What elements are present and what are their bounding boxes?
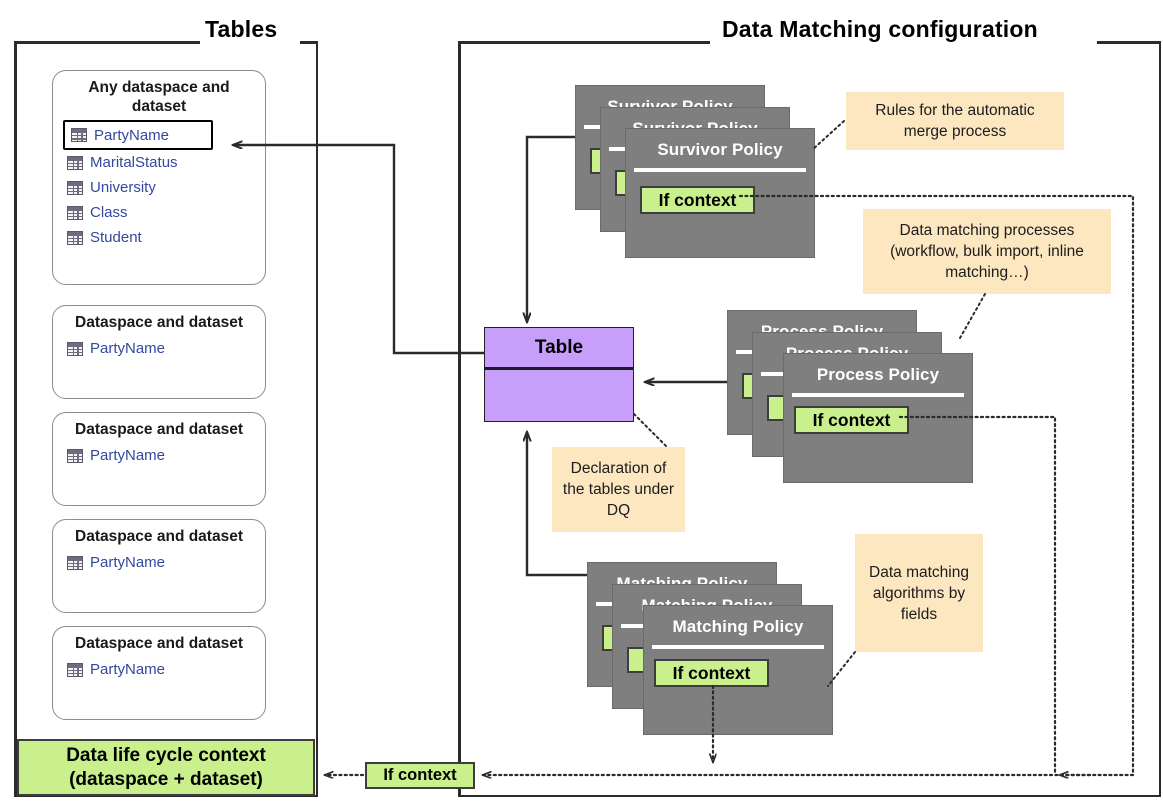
matching-policy-title: Matching Policy	[672, 617, 804, 636]
table-item-maritalstatus[interactable]: MaritalStatus	[67, 150, 265, 175]
table-grid-icon	[67, 341, 83, 356]
table-item-partyname[interactable]: PartyName	[67, 443, 265, 468]
table-entity[interactable]: Table	[484, 327, 634, 422]
table-item-label: PartyName	[90, 340, 166, 357]
lifecycle-line-2: (dataspace + dataset)	[69, 768, 263, 790]
table-item-university[interactable]: University	[67, 175, 265, 200]
left-frame-left	[14, 41, 17, 797]
if-context-badge[interactable]: If context	[794, 406, 909, 434]
table-item-partyname[interactable]: PartyName	[67, 336, 265, 361]
table-item-partyname[interactable]: PartyName	[67, 550, 265, 575]
dataspace-table-list: PartyName MaritalStatus University Class…	[53, 119, 265, 256]
table-item-label: PartyName	[90, 661, 166, 678]
dataspace-title: Dataspace and dataset	[75, 314, 243, 331]
table-grid-icon	[67, 205, 83, 220]
table-item-class[interactable]: Class	[67, 200, 265, 225]
leader-note-declaration	[633, 413, 667, 447]
table-grid-icon	[67, 180, 83, 195]
left-frame-top-left	[14, 41, 200, 44]
dataspace-card-4[interactable]: Dataspace and dataset PartyName	[52, 626, 266, 720]
note-matching: Data matching algorithms by fields	[855, 534, 983, 652]
leader-note-process	[959, 293, 986, 339]
table-entity-title: Table	[485, 328, 633, 370]
if-context-badge[interactable]: If context	[640, 186, 755, 214]
table-grid-icon	[71, 128, 87, 142]
right-frame-bottom	[458, 794, 1161, 797]
table-item-partyname[interactable]: PartyName	[67, 657, 265, 682]
note-survivor: Rules for the automatic merge process	[846, 92, 1064, 150]
dataspace-card-3[interactable]: Dataspace and dataset PartyName	[52, 519, 266, 613]
note-declaration: Declaration of the tables under DQ	[552, 447, 685, 532]
process-policy-title: Process Policy	[816, 365, 940, 384]
table-item-label: University	[90, 179, 156, 196]
table-item-label: PartyName	[90, 447, 166, 464]
right-frame-top-right	[1097, 41, 1161, 44]
process-policy-card-front[interactable]: Process Policy If context	[783, 353, 973, 483]
left-panel-title: Tables	[205, 16, 278, 42]
dataspace-table-list: PartyName	[53, 656, 265, 688]
table-grid-icon	[67, 230, 83, 245]
dataspace-title: Dataspace and dataset	[75, 635, 243, 652]
dataspace-title: Any dataspace and dataset	[88, 79, 230, 115]
lifecycle-line-1: Data life cycle context	[66, 744, 266, 766]
table-item-label: Student	[90, 229, 142, 246]
table-grid-icon	[67, 662, 83, 677]
card-divider	[634, 168, 806, 172]
bottom-if-context-badge[interactable]: If context	[365, 762, 475, 789]
edge-survivor-to-table	[527, 135, 575, 322]
dataspace-card-1[interactable]: Dataspace and dataset PartyName	[52, 305, 266, 399]
dataspace-table-list: PartyName	[53, 335, 265, 367]
table-grid-icon	[67, 155, 83, 170]
right-frame-top-left	[458, 41, 710, 44]
survivor-policy-title: Survivor Policy	[657, 140, 783, 159]
dataspace-table-list: PartyName	[53, 442, 265, 474]
leader-note-survivor	[811, 120, 845, 151]
dataspace-table-list: PartyName	[53, 549, 265, 581]
table-item-label: PartyName	[94, 126, 170, 144]
table-grid-icon	[67, 555, 83, 570]
table-item-student[interactable]: Student	[67, 225, 265, 250]
right-frame-right	[1158, 41, 1161, 797]
right-panel-title: Data Matching configuration	[722, 16, 1038, 42]
right-frame-left	[458, 41, 461, 797]
dataspace-title: Dataspace and dataset	[75, 528, 243, 545]
table-item-label: PartyName	[90, 554, 166, 571]
table-item-partyname-highlighted[interactable]: PartyName	[63, 120, 213, 150]
card-divider	[792, 393, 964, 397]
card-divider	[652, 645, 824, 649]
left-frame-right	[315, 41, 318, 797]
dataspace-card-2[interactable]: Dataspace and dataset PartyName	[52, 412, 266, 506]
table-item-label: Class	[90, 204, 128, 221]
dataspace-title: Dataspace and dataset	[75, 421, 243, 438]
note-process: Data matching processes (workflow, bulk …	[863, 209, 1111, 294]
left-frame-top-right	[300, 41, 318, 44]
if-context-badge[interactable]: If context	[654, 659, 769, 687]
survivor-policy-card-front[interactable]: Survivor Policy If context	[625, 128, 815, 258]
matching-policy-card-front[interactable]: Matching Policy If context	[643, 605, 833, 735]
table-grid-icon	[67, 448, 83, 463]
edge-table-to-partyname	[233, 145, 484, 355]
table-item-label: MaritalStatus	[90, 154, 178, 171]
dataspace-card-0[interactable]: Any dataspace and dataset PartyName Mari…	[52, 70, 266, 285]
data-life-cycle-context-box: Data life cycle context (dataspace + dat…	[17, 739, 315, 796]
